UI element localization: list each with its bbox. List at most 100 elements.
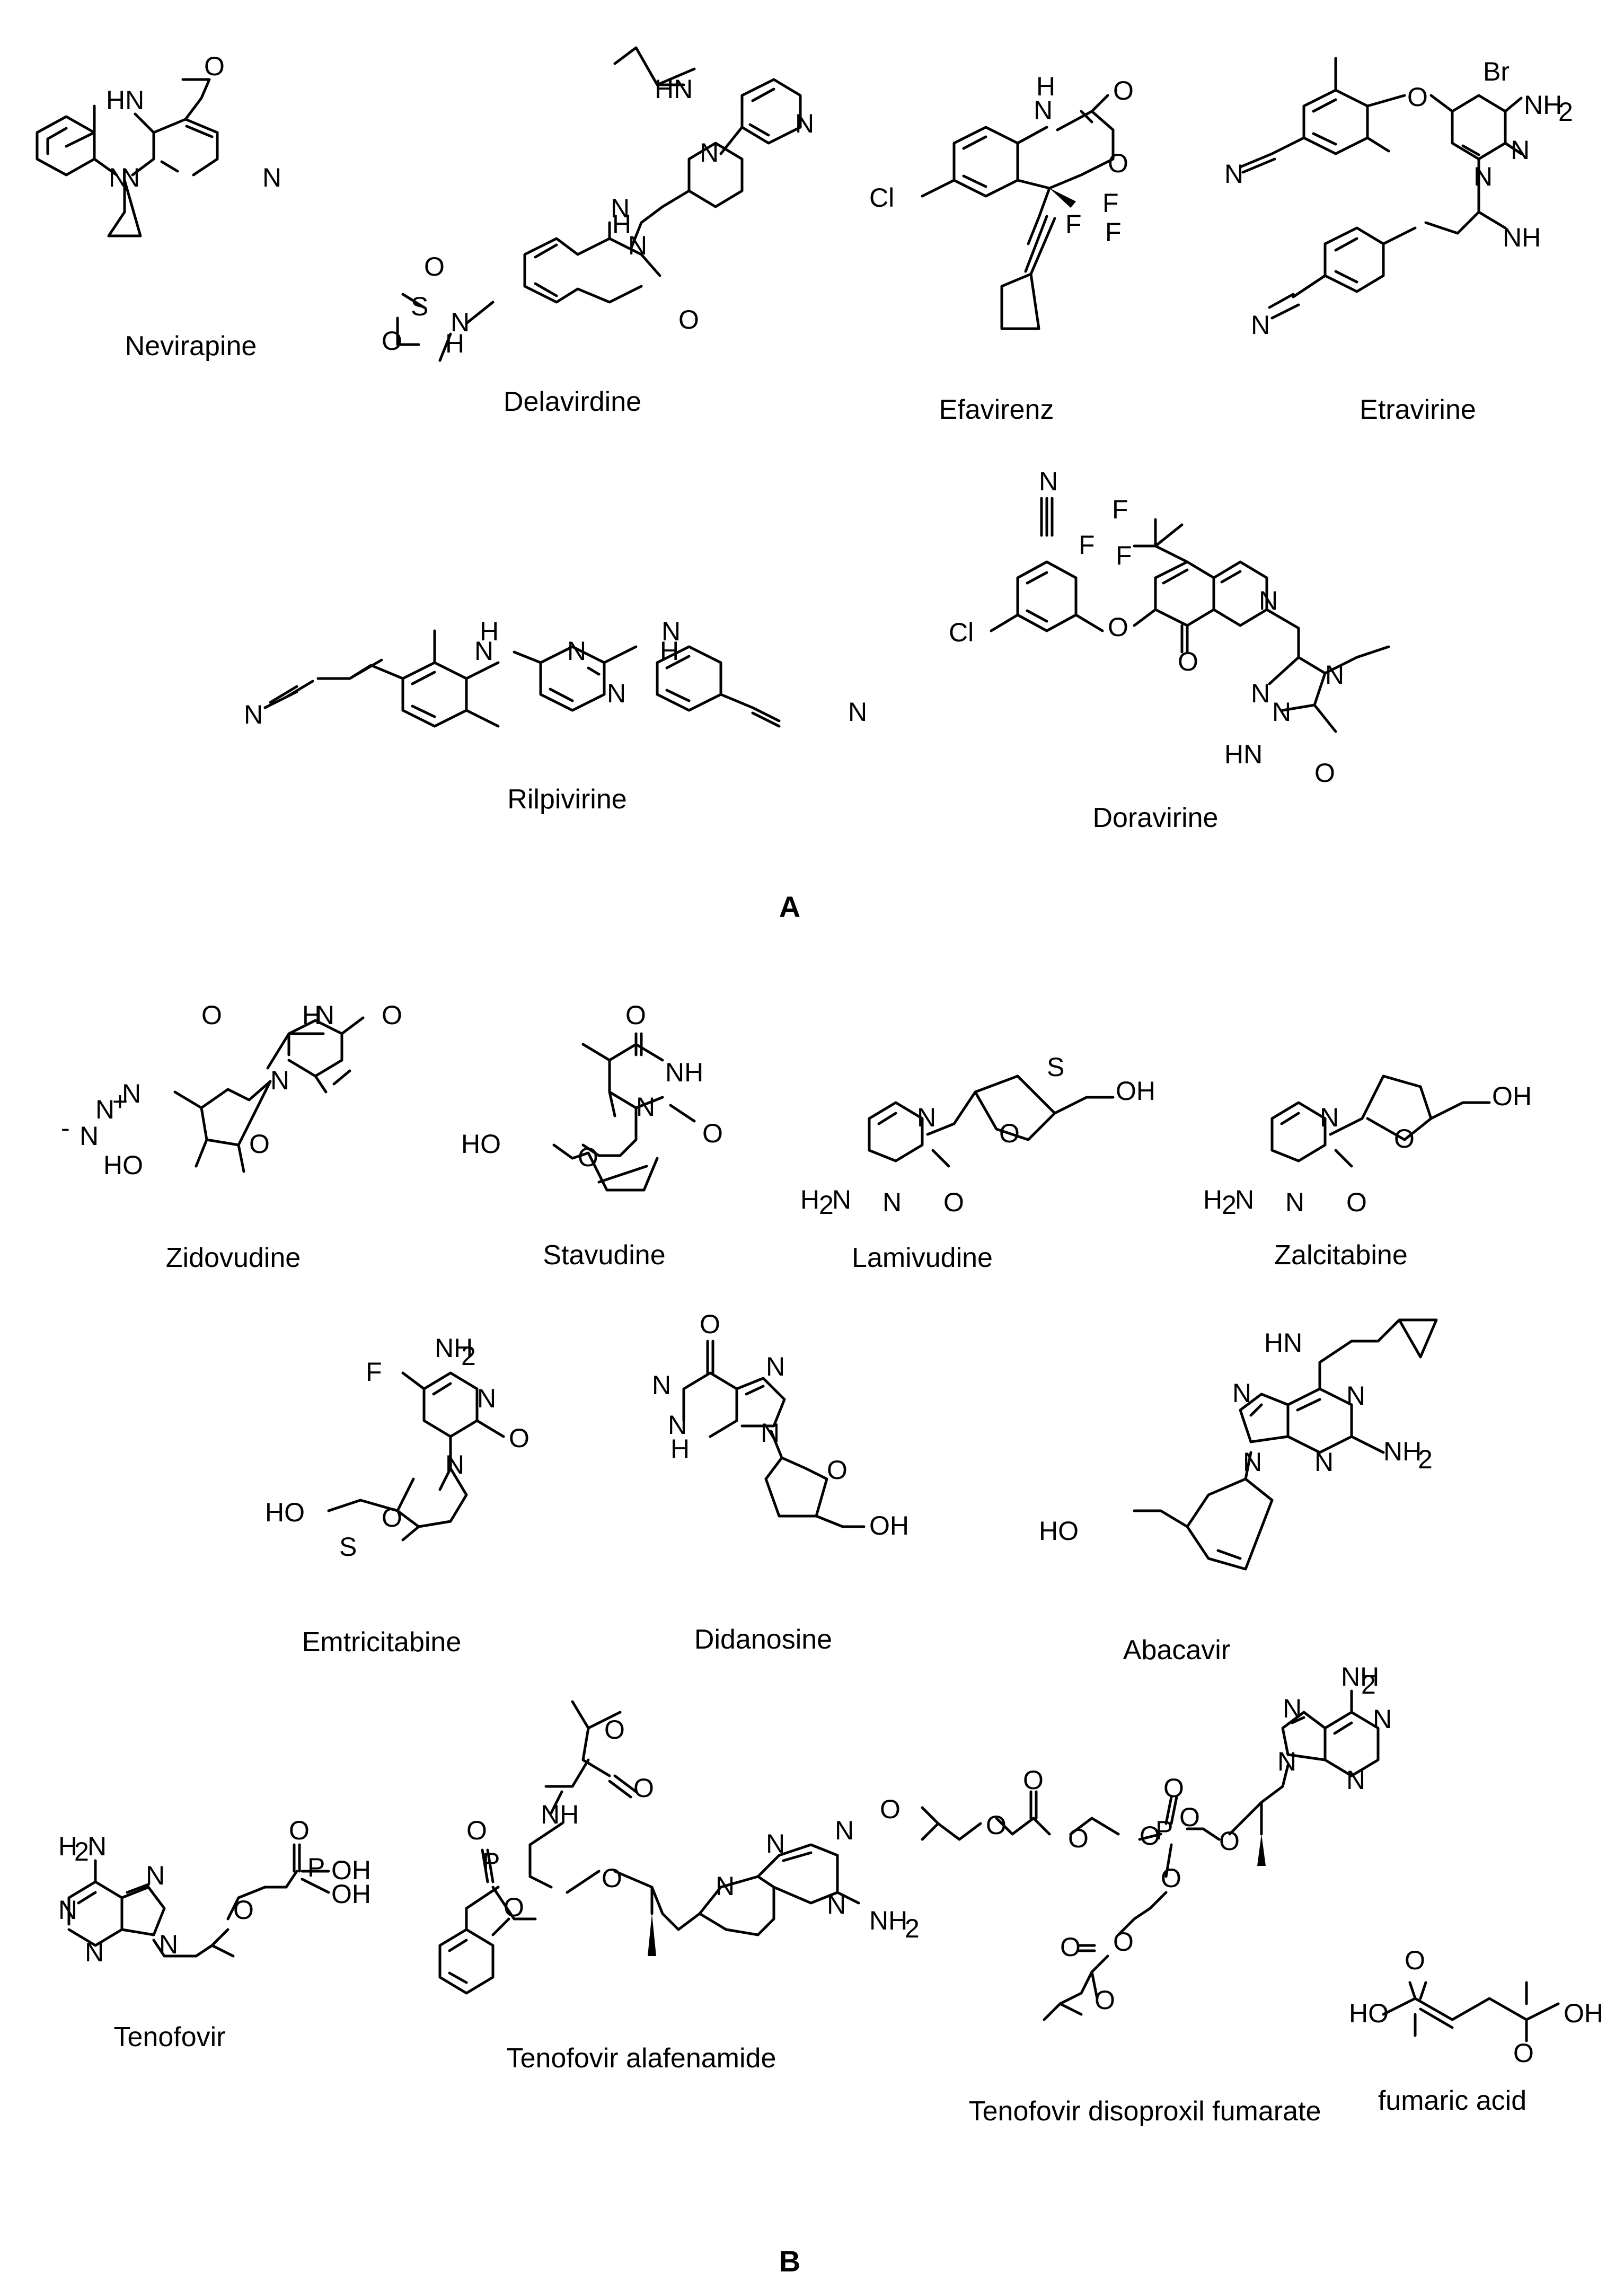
- atom-label: NH: [1524, 90, 1562, 120]
- atom-label: NH: [1341, 1662, 1379, 1692]
- atom-label: O: [1108, 148, 1128, 178]
- atom-label: O: [1023, 1765, 1044, 1795]
- atom-label: N: [628, 231, 647, 260]
- atom-label: N: [1346, 1381, 1365, 1411]
- atom-label: N: [477, 1384, 496, 1413]
- atom-label: O: [880, 1794, 901, 1824]
- tenofovir-disoproxil-fumarate: NH 2 N N N N O O O O O P O O O O O O O T…: [880, 1662, 1392, 2127]
- atom-label: N: [1235, 1185, 1254, 1214]
- atom-label: NH: [665, 1058, 703, 1087]
- compound-name: Didanosine: [694, 1624, 832, 1655]
- atom-label: H: [670, 1434, 690, 1464]
- atom-label: H: [612, 209, 631, 239]
- atom-label: OH: [1564, 1998, 1603, 2028]
- atom-label: 2: [74, 1837, 89, 1866]
- tenofovir: H 2 N N N N N O O P OH OH Tenofovir: [58, 1816, 371, 2053]
- atom-label: NH: [1503, 223, 1541, 252]
- atom-label: O: [1161, 1863, 1181, 1893]
- compound-name: Efavirenz: [939, 394, 1054, 425]
- atom-label: O: [382, 1000, 402, 1030]
- atom-label: N: [766, 1352, 785, 1381]
- atom-label: Cl: [949, 618, 974, 647]
- etravirine: Br O NH 2 N N N NH N Etravirine: [1224, 57, 1573, 425]
- atom-label: N: [1511, 135, 1530, 165]
- atom-label: O: [201, 1000, 222, 1030]
- atom-label: O: [1108, 612, 1128, 642]
- stavudine: O NH O N HO O Stavudine: [461, 1000, 723, 1271]
- panel-label-b: B: [779, 2244, 800, 2278]
- atom-label: N: [1224, 159, 1243, 189]
- atom-label: O: [1113, 1927, 1134, 1957]
- compound-name: fumaric acid: [1378, 2085, 1526, 2116]
- atom-label: N: [835, 1816, 854, 1845]
- atom-label: N: [668, 1410, 687, 1440]
- atom-label: H: [58, 1831, 77, 1861]
- atom-label: H: [1036, 72, 1055, 101]
- atom-label: N: [1251, 310, 1270, 340]
- atom-label: N: [1272, 697, 1291, 727]
- atom-label: O: [678, 305, 699, 334]
- atom-label: NH: [869, 1906, 907, 1935]
- atom-label: O: [1060, 1932, 1081, 1962]
- atom-label: O: [1314, 758, 1335, 788]
- atom-label: N: [917, 1103, 936, 1132]
- compound-name: Lamivudine: [852, 1243, 993, 1273]
- atom-label: N: [1251, 679, 1270, 708]
- compound-name: Tenofovir disoproxil fumarate: [969, 2096, 1321, 2127]
- atom-label: O: [604, 1715, 625, 1745]
- zalcitabine: OH N O H 2 N N O Zalcitabine: [1203, 1074, 1532, 1271]
- atom-label: N: [1473, 162, 1493, 191]
- atom-label: N: [262, 163, 281, 192]
- atom-label: N: [652, 1370, 671, 1400]
- atom-label: N: [1285, 1187, 1304, 1217]
- atom-label: O: [1163, 1773, 1184, 1803]
- compound-name: Doravirine: [1093, 803, 1219, 833]
- atom-label: N: [109, 163, 128, 192]
- atom-label: H: [800, 1185, 819, 1214]
- atom-label: N: [761, 1418, 780, 1448]
- atom-label: N: [1320, 1103, 1339, 1132]
- zidovudine: O H N O N O N N N + - HO Zidovudine: [61, 1000, 402, 1273]
- atom-label: O: [625, 1000, 646, 1030]
- atom-label: 2: [905, 1914, 920, 1943]
- atom-label: F: [1116, 541, 1132, 570]
- atom-label: O: [1394, 1124, 1415, 1153]
- atom-label: OH: [1116, 1076, 1155, 1106]
- atom-label: N: [95, 1095, 114, 1124]
- atom-label: O: [827, 1455, 848, 1485]
- atom-label: N: [1034, 95, 1053, 125]
- compound-name: Zalcitabine: [1274, 1240, 1407, 1271]
- atom-label: H: [302, 1000, 321, 1030]
- atom-label: N: [832, 1185, 851, 1214]
- atom-label: O: [1513, 2038, 1534, 2068]
- atom-label: O: [602, 1863, 622, 1893]
- atom-label: N: [661, 616, 681, 646]
- atom-label: HO: [1039, 1516, 1079, 1546]
- atom-label: HN: [655, 74, 693, 104]
- atom-label: P: [482, 1847, 500, 1877]
- atom-label: N: [1373, 1704, 1392, 1734]
- atom-label: H: [1203, 1185, 1222, 1214]
- atom-label: N: [848, 697, 867, 727]
- atom-label: O: [233, 1895, 254, 1925]
- nevirapine: HN O N N N Nevirapine: [36, 51, 281, 362]
- atom-label: HN: [1264, 1328, 1302, 1358]
- atom-label: N: [1346, 1765, 1365, 1795]
- atom-label: N: [766, 1829, 785, 1859]
- atom-label: O: [204, 51, 225, 81]
- delavirdine: HN N N N H N O S O O N H Delavirdine: [382, 46, 814, 417]
- doravirine: N F F F Cl O N O N N N HN O Doravirine: [949, 466, 1390, 833]
- compound-name: Zidovudine: [166, 1243, 301, 1273]
- atom-label: F: [366, 1357, 382, 1387]
- atom-label: O: [1405, 1945, 1425, 1975]
- atom-label: N: [1325, 660, 1344, 690]
- atom-label: N: [315, 1000, 334, 1030]
- atom-label: O: [289, 1816, 310, 1845]
- atom-label: S: [339, 1532, 357, 1562]
- atom-label: O: [504, 1892, 524, 1922]
- atom-label: N: [1259, 586, 1278, 615]
- atom-label: H: [660, 636, 679, 666]
- atom-label: 2: [461, 1341, 476, 1371]
- atom-label: N: [146, 1861, 165, 1890]
